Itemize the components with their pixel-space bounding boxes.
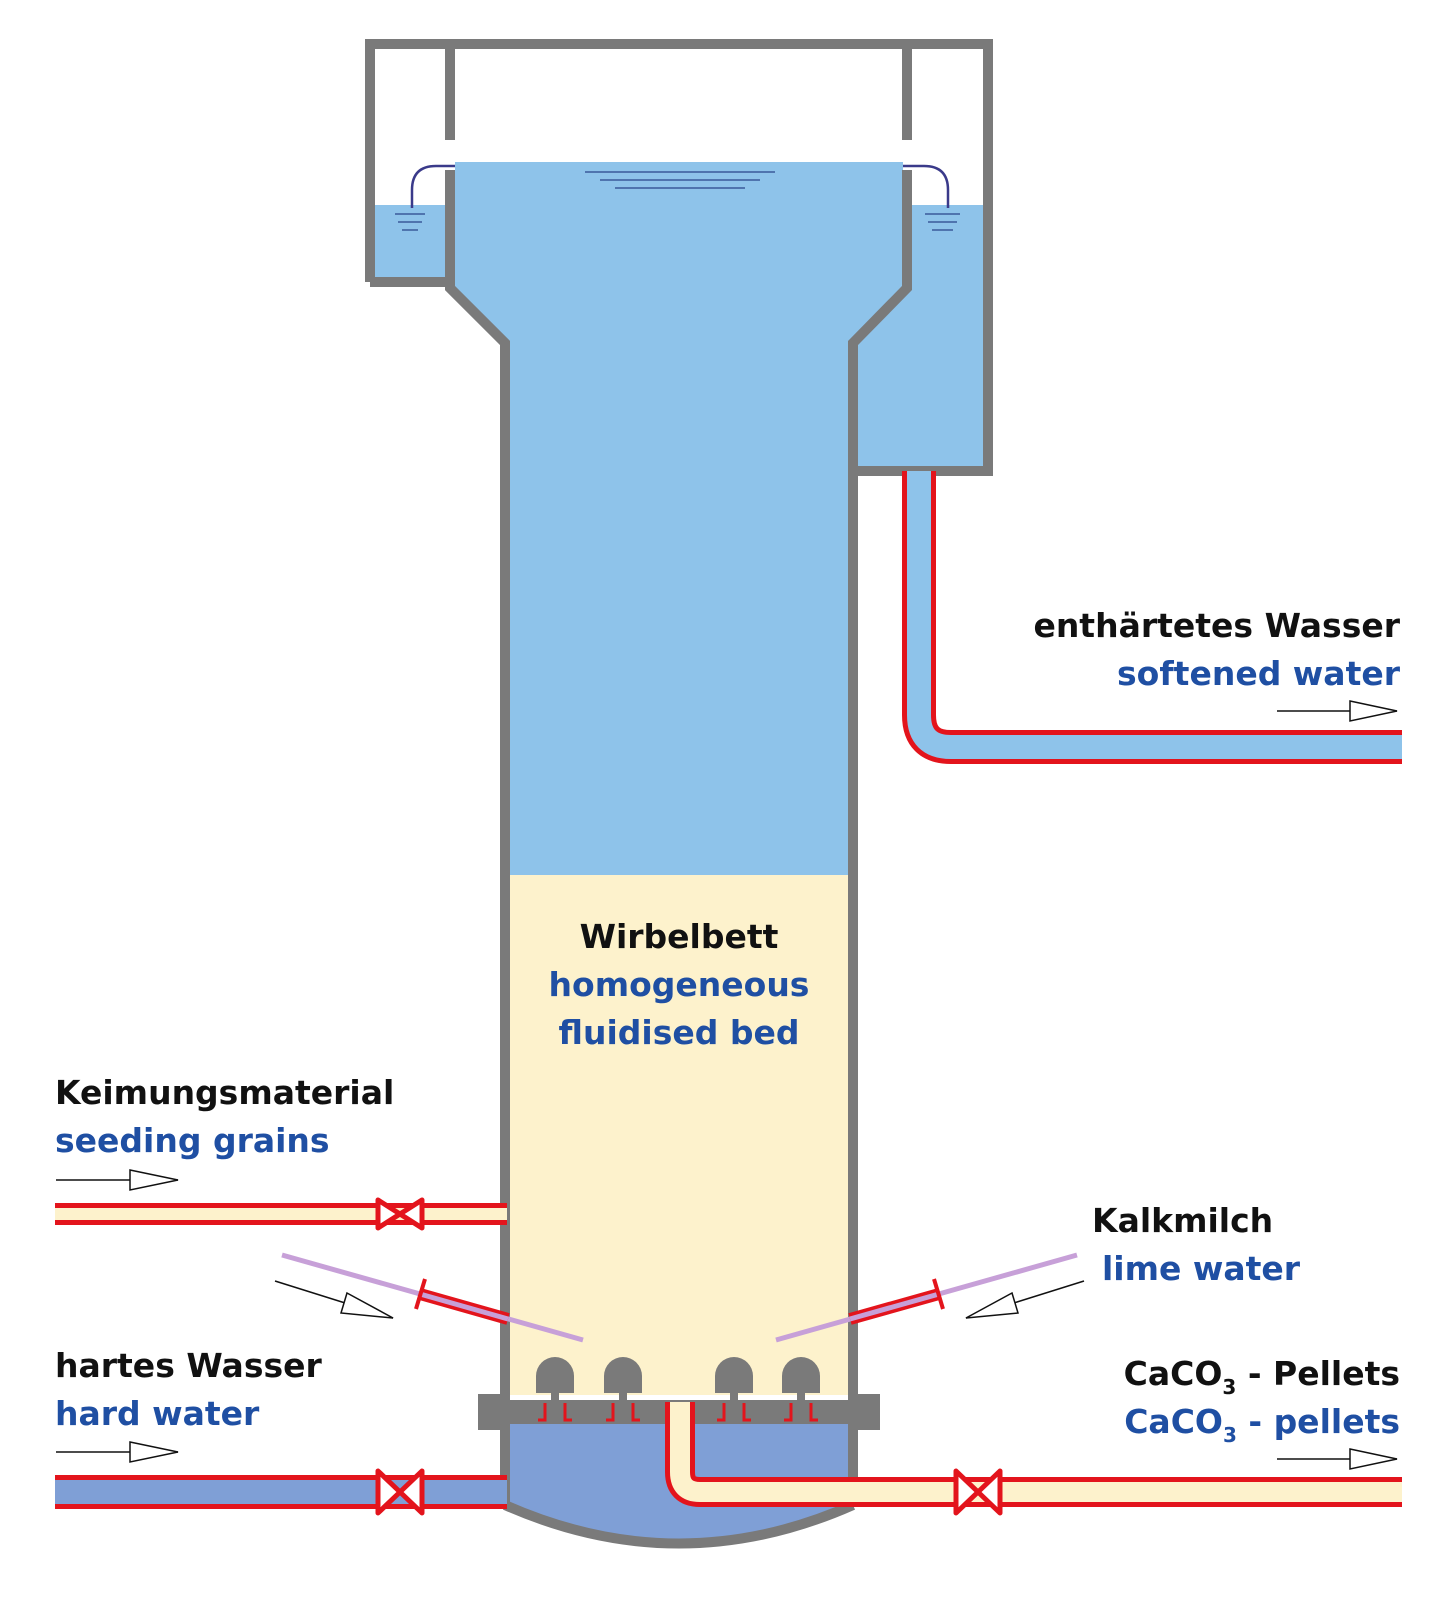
column-walls	[445, 170, 988, 1549]
label-softened-de: enthärtetes Wasser	[1033, 606, 1400, 645]
valve-icon[interactable]	[953, 1468, 1003, 1516]
left-overflow-trough	[375, 205, 445, 277]
hard-water-pipe	[55, 1475, 507, 1509]
label-pellets-en-sub: 3	[1223, 1423, 1237, 1447]
valve-icon[interactable]	[375, 1468, 425, 1516]
label-pellets-de: CaCO3 - Pellets	[1124, 1354, 1400, 1399]
lime-lance-right	[775, 1252, 1078, 1343]
nozzle-icon	[536, 1357, 574, 1422]
label-bed-en-line1: homogeneous	[549, 965, 810, 1004]
label-pellets-en-a: CaCO	[1124, 1402, 1223, 1441]
flow-arrow-icon	[56, 1441, 179, 1463]
flow-arrow-icon	[274, 1280, 394, 1319]
lime-lance-left	[281, 1252, 584, 1343]
flow-arrow-icon	[1277, 700, 1398, 722]
label-softened-en: softened water	[1117, 654, 1401, 693]
pellet-outlet-pipe	[665, 1402, 1402, 1507]
label-hard-en: hard water	[55, 1394, 260, 1433]
label-pellets-en: CaCO3 - pellets	[1124, 1402, 1400, 1447]
nozzle-icon	[604, 1357, 642, 1422]
flow-arrow-icon	[1277, 1448, 1398, 1470]
label-pellets-de-sub: 3	[1222, 1375, 1236, 1399]
label-lime-en: lime water	[1102, 1249, 1301, 1288]
fluidised-bed	[510, 875, 848, 1395]
label-bed-en-line2: fluidised bed	[559, 1013, 800, 1052]
label-bed-de: Wirbelbett	[580, 917, 779, 956]
right-overflow-channel	[848, 205, 983, 471]
label-hard-de: hartes Wasser	[55, 1346, 322, 1385]
label-pellets-en-b: - pellets	[1237, 1402, 1400, 1441]
valve-icon[interactable]	[375, 1197, 425, 1231]
flow-arrow-icon	[56, 1169, 179, 1191]
label-pellets-de-b: - Pellets	[1236, 1354, 1400, 1393]
label-seeding-de: Keimungsmaterial	[55, 1073, 394, 1112]
flow-arrow-icon	[965, 1280, 1085, 1319]
label-seeding-en: seeding grains	[55, 1121, 330, 1160]
label-lime-de: Kalkmilch	[1092, 1201, 1273, 1240]
seeding-grains-pipe	[55, 1203, 507, 1225]
nozzle-icon	[715, 1357, 753, 1422]
softened-water-pipe	[902, 471, 1402, 764]
nozzles	[536, 1357, 820, 1422]
siphon-lines	[410, 164, 950, 208]
label-pellets-de-a: CaCO	[1124, 1354, 1223, 1393]
nozzle-icon	[782, 1357, 820, 1422]
top-frame	[365, 39, 993, 476]
reactor-water	[455, 162, 903, 875]
